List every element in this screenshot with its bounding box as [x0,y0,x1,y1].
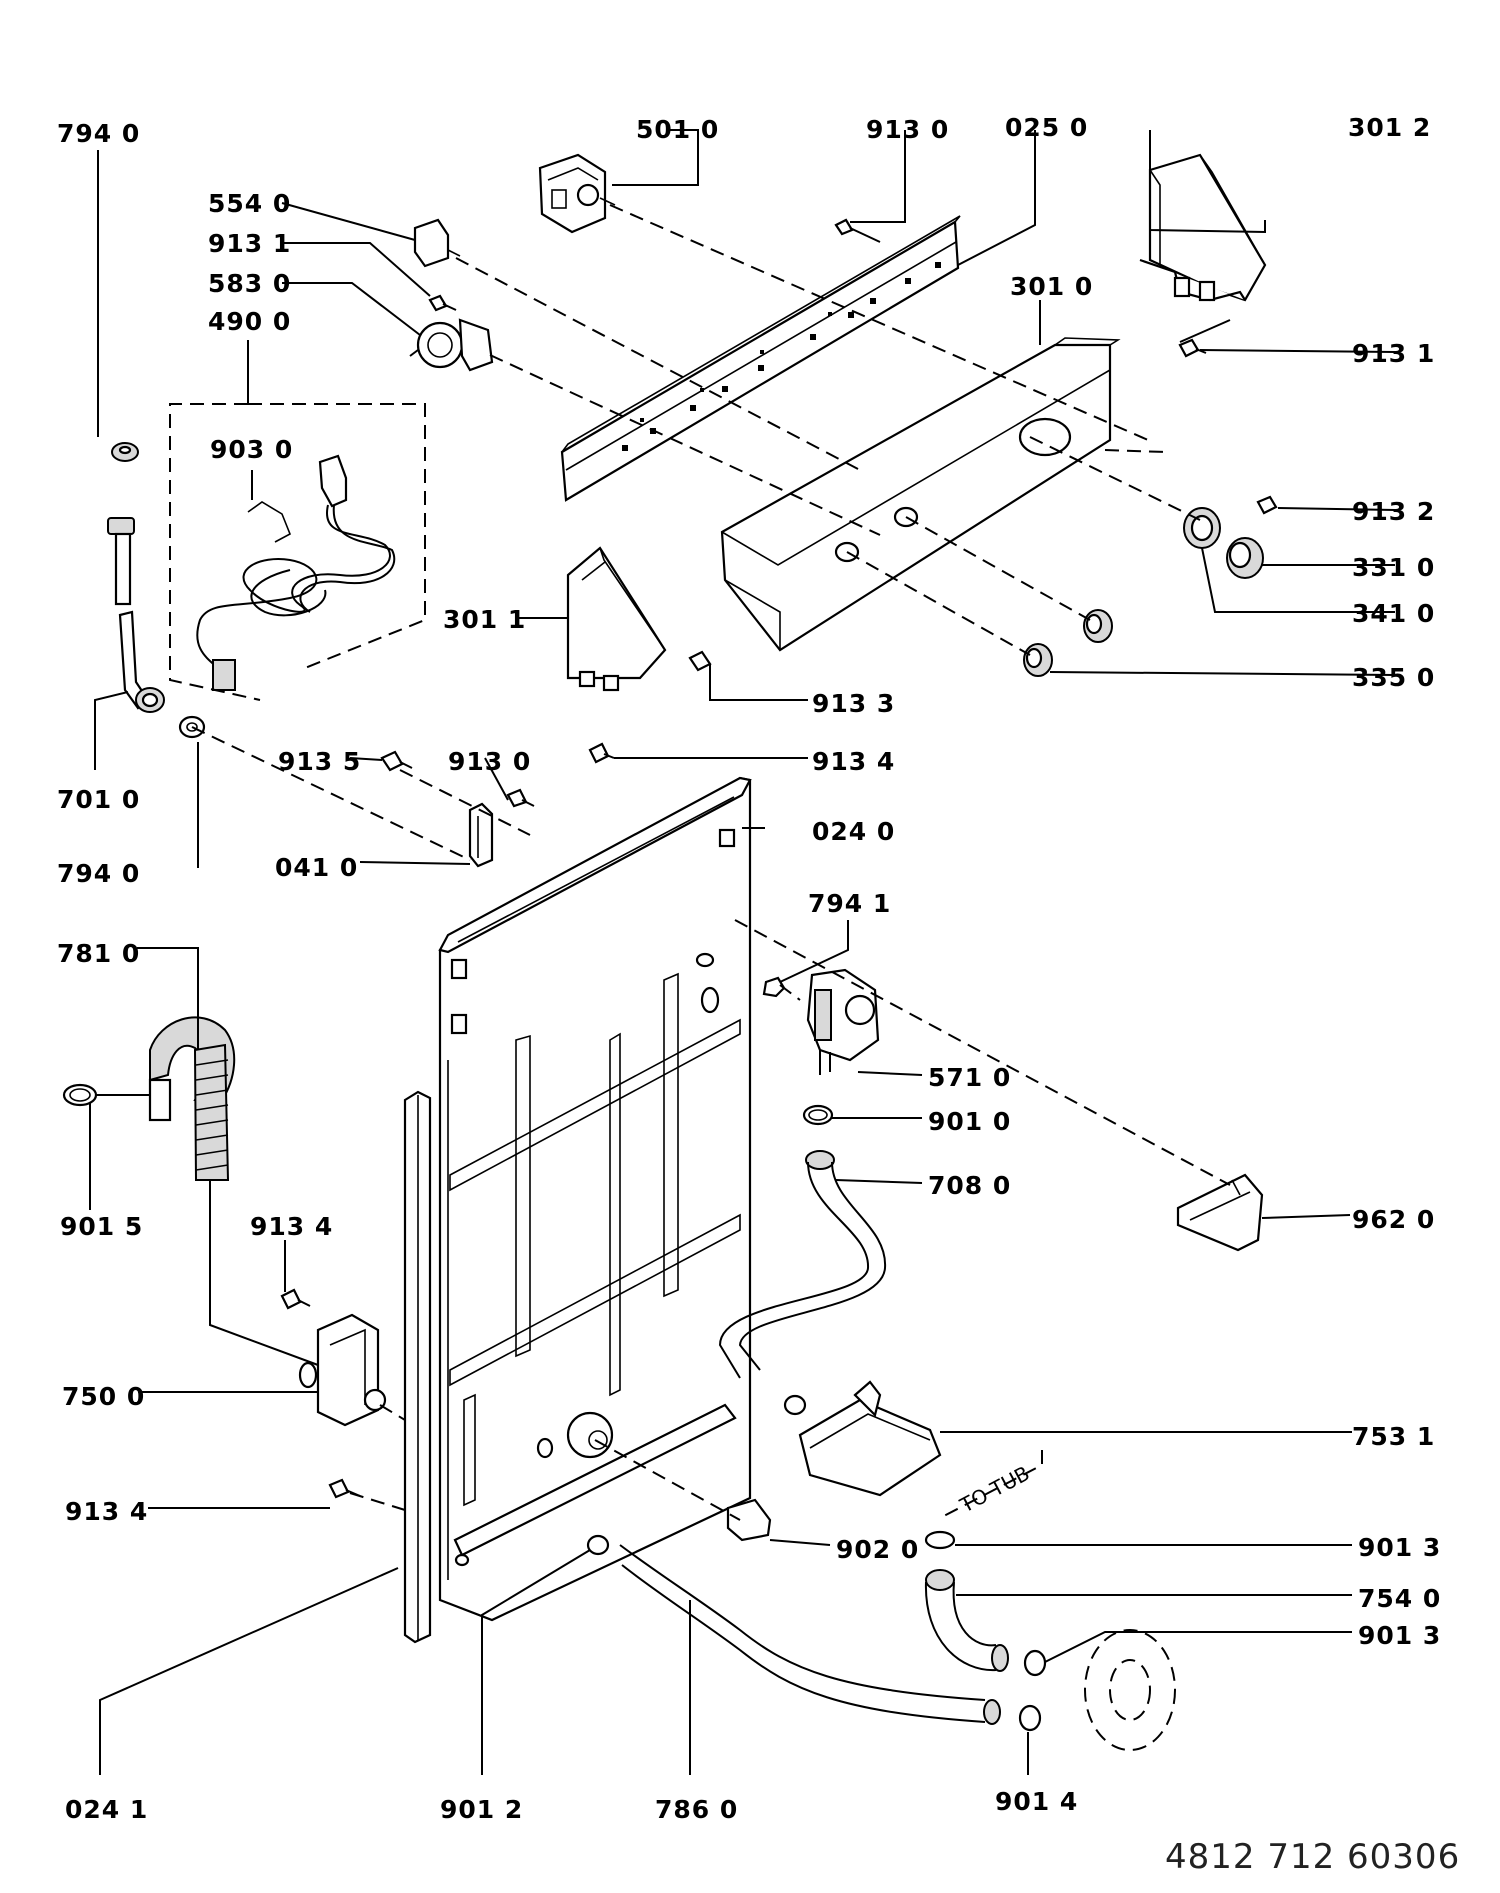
part-hose-708 [718,1150,887,1379]
label-913-4-mid: 913 4 [250,1212,333,1241]
label-554-0: 554 0 [208,189,291,218]
part-knobs-335 [1023,609,1113,677]
label-913-3: 913 3 [812,689,895,718]
label-901-5: 901 5 [60,1212,143,1241]
label-901-2: 901 2 [440,1795,523,1824]
label-301-1: 301 1 [443,605,526,634]
part-timer-501 [538,153,616,234]
leader-lines [89,129,1396,1775]
part-902 [726,1498,772,1542]
label-913-0-mid: 913 0 [448,747,531,776]
label-754-0: 754 0 [1358,1584,1441,1613]
part-nut-794-1 [762,976,786,998]
part-screw-913-2 [1256,495,1278,515]
part-pump-750 [298,1313,387,1427]
part-switch-554 [413,218,461,268]
part-hose-786 [619,1544,1001,1725]
document-number: 4812 712 60306 [1165,1837,1460,1877]
label-903-0: 903 0 [210,435,293,464]
label-331-0: 331 0 [1352,553,1435,582]
part-screws-top-back [380,742,615,808]
part-screw-913-3 [688,650,712,672]
part-hose-754 [924,1530,1176,1751]
part-cover-962 [1176,1173,1264,1252]
part-inlet-701 [107,517,165,713]
part-sump-753 [783,1380,942,1497]
label-786-0: 786 0 [655,1795,738,1824]
part-bracket-025 [560,215,961,502]
label-750-0: 750 0 [62,1382,145,1411]
label-913-0-top: 913 0 [866,115,949,144]
label-041-0: 041 0 [275,853,358,882]
label-913-2: 913 2 [1352,497,1435,526]
label-913-1-right: 913 1 [1352,339,1435,368]
label-901-0: 901 0 [928,1107,1011,1136]
part-water-valve-571 [806,968,880,1075]
label-024-0: 024 0 [812,817,895,846]
label-341-0: 341 0 [1352,599,1435,628]
part-power-cord-903 [196,454,396,691]
part-pressure-switch-583 [409,318,494,372]
label-335-0: 335 0 [1352,663,1435,692]
label-901-3-b: 901 3 [1358,1621,1441,1650]
label-901-3-a: 901 3 [1358,1533,1441,1562]
part-end-cap-301-1 [566,546,667,692]
part-number-labels: 794 0 501 0 913 0 025 0 301 2 554 0 913 … [57,113,1460,1877]
label-781-0: 781 0 [57,939,140,968]
part-screw-913-1b [1178,338,1207,358]
part-screw-913-0a [834,218,881,243]
label-913-4-low: 913 4 [65,1497,148,1526]
part-side-rail-024-1 [403,1090,432,1644]
part-drain-hose-781 [148,1016,236,1181]
label-701-0: 701 0 [57,785,140,814]
part-screw-913-1a [428,294,457,312]
part-clamp-901-2 [586,1534,610,1556]
label-501-0: 501 0 [636,115,719,144]
part-clamp-901-5 [62,1083,98,1107]
part-control-panel-301 [720,337,1121,652]
label-901-4: 901 4 [995,1787,1078,1816]
label-025-0: 025 0 [1005,113,1088,142]
label-301-2: 301 2 [1348,113,1431,142]
label-913-4-top: 913 4 [812,747,895,776]
label-913-1-left: 913 1 [208,229,291,258]
part-knob-331-341 [1183,507,1264,579]
label-794-0-top: 794 0 [57,119,140,148]
part-end-bracket-301-2 [1139,153,1267,302]
label-571-0: 571 0 [928,1063,1011,1092]
part-clip-041 [468,802,494,868]
label-490-0: 490 0 [208,307,291,336]
part-screw-913-4b [280,1288,311,1310]
label-024-1: 024 1 [65,1795,148,1824]
label-583-0: 583 0 [208,269,291,298]
label-902-0: 902 0 [836,1535,919,1564]
label-301-0: 301 0 [1010,272,1093,301]
label-753-1: 753 1 [1352,1422,1435,1451]
annotation-to-tub: TO TUB [955,1461,1033,1518]
label-962-0: 962 0 [1352,1205,1435,1234]
label-794-0-lower: 794 0 [57,859,140,888]
part-back-panel-024 [438,776,752,1622]
part-clamp-901-0 [802,1104,834,1126]
label-794-1: 794 1 [808,889,891,918]
part-washer-794-0a [111,442,139,462]
label-913-5: 913 5 [278,747,361,776]
label-708-0: 708 0 [928,1171,1011,1200]
